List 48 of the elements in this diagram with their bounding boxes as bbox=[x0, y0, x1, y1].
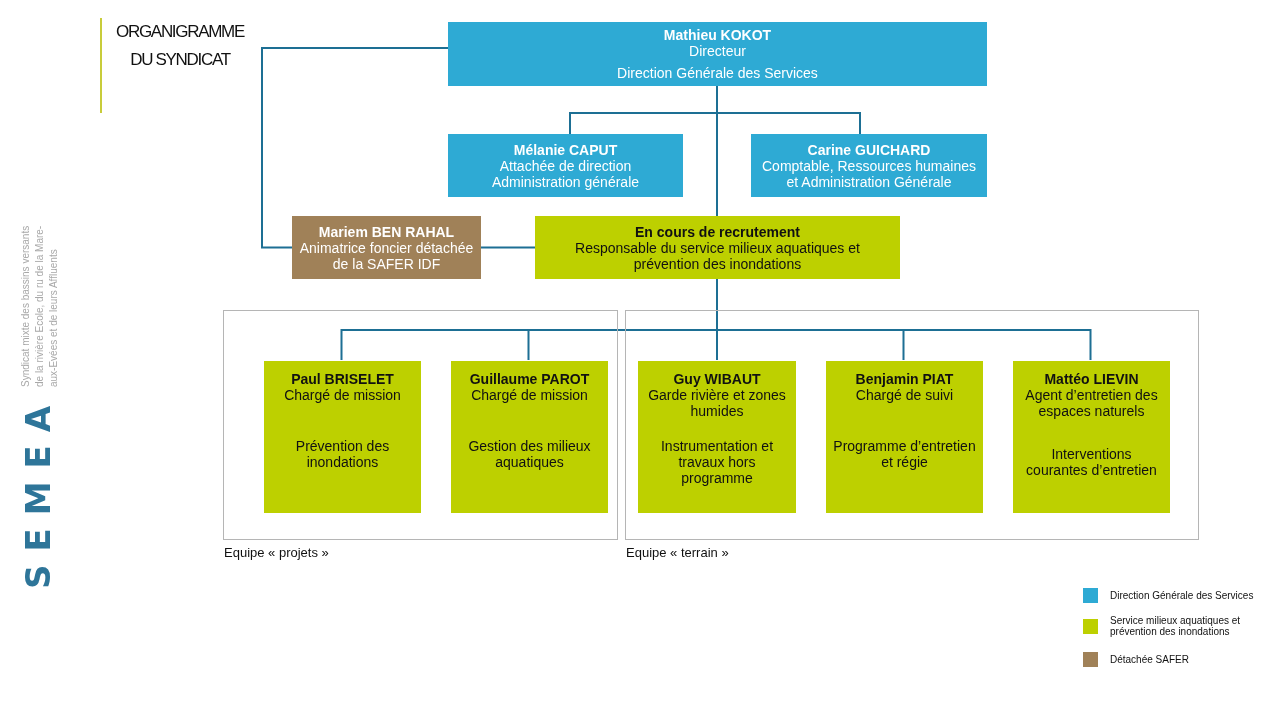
position-title: Responsable du service milieux aquatiques et prévention des inondations bbox=[574, 239, 861, 272]
staff-box bbox=[638, 361, 796, 513]
staff-box bbox=[826, 361, 983, 513]
staff-task: Prévention des inondations bbox=[294, 438, 391, 470]
staff-role: Chargé de mission bbox=[284, 387, 401, 403]
position-title: Comptable, Ressources humaines et Administration Générale bbox=[761, 157, 977, 190]
position-title: Directeur bbox=[689, 43, 746, 59]
legend-text: Direction Générale des Services bbox=[1110, 590, 1255, 601]
staff-name: Paul BRISELET bbox=[291, 371, 394, 387]
staff-role: Chargé de mission bbox=[471, 387, 588, 403]
staff-name: Guillaume PAROT bbox=[469, 371, 590, 387]
staff-box bbox=[264, 361, 421, 513]
person-name: En cours de recrutement bbox=[635, 223, 800, 240]
position-title: Attachée de direction bbox=[499, 157, 632, 174]
staff-name: Benjamin PIAT bbox=[855, 371, 954, 387]
staff-box bbox=[1013, 361, 1170, 513]
staff-name: Mattéo LIEVIN bbox=[1044, 371, 1139, 387]
legend-text: Détachée SAFER bbox=[1110, 654, 1190, 665]
position-box bbox=[535, 216, 900, 279]
legend-text: Service milieux aquatiques et prévention des inondations bbox=[1110, 615, 1242, 637]
organisation-description: Syndicat mixte des bassins versants de la rivière Ecole, du ru de la Mare-aux-Evées et de leurs Affluents bbox=[19, 224, 60, 387]
staff-role: Chargé de suivi bbox=[855, 387, 954, 403]
team-label: Equipe « projets » bbox=[224, 545, 329, 560]
person-name: Mariem BEN RAHAL bbox=[318, 223, 455, 240]
staff-role: Agent d’entretien des espaces naturels bbox=[1024, 387, 1159, 419]
person-name: Mathieu KOKOT bbox=[663, 27, 772, 43]
staff-task: Gestion des milieux aquatiques bbox=[467, 438, 592, 470]
person-name: Carine GUICHARD bbox=[807, 141, 931, 158]
position-box bbox=[751, 134, 987, 197]
staff-task: Programme d’entretien et régie bbox=[832, 438, 977, 470]
person-name: Mélanie CAPUT bbox=[513, 141, 618, 158]
staff-box bbox=[451, 361, 608, 513]
staff-role: Garde rivière et zones humides bbox=[647, 387, 787, 419]
team-label: Equipe « terrain » bbox=[626, 545, 729, 560]
staff-task: Instrumentation et travaux hors programme bbox=[659, 438, 775, 486]
staff-name: Guy WIBAUT bbox=[673, 371, 761, 387]
position-title: Direction Générale des Services bbox=[617, 65, 818, 81]
position-box bbox=[292, 216, 481, 279]
position-title: Animatrice foncier détachée de la SAFER IDF bbox=[298, 239, 475, 272]
position-title: Administration générale bbox=[491, 173, 640, 190]
connector-line bbox=[261, 47, 449, 249]
staff-task: Interventions courantes d’entretien bbox=[1025, 446, 1158, 478]
position-box bbox=[448, 134, 683, 197]
connector-line bbox=[716, 85, 718, 217]
position-box bbox=[448, 22, 987, 86]
connector-line bbox=[480, 246, 536, 249]
organisation-name: SEMEA bbox=[18, 399, 58, 589]
diagram-title: ORGANIGRAMME DU SYNDICAT bbox=[115, 21, 246, 71]
